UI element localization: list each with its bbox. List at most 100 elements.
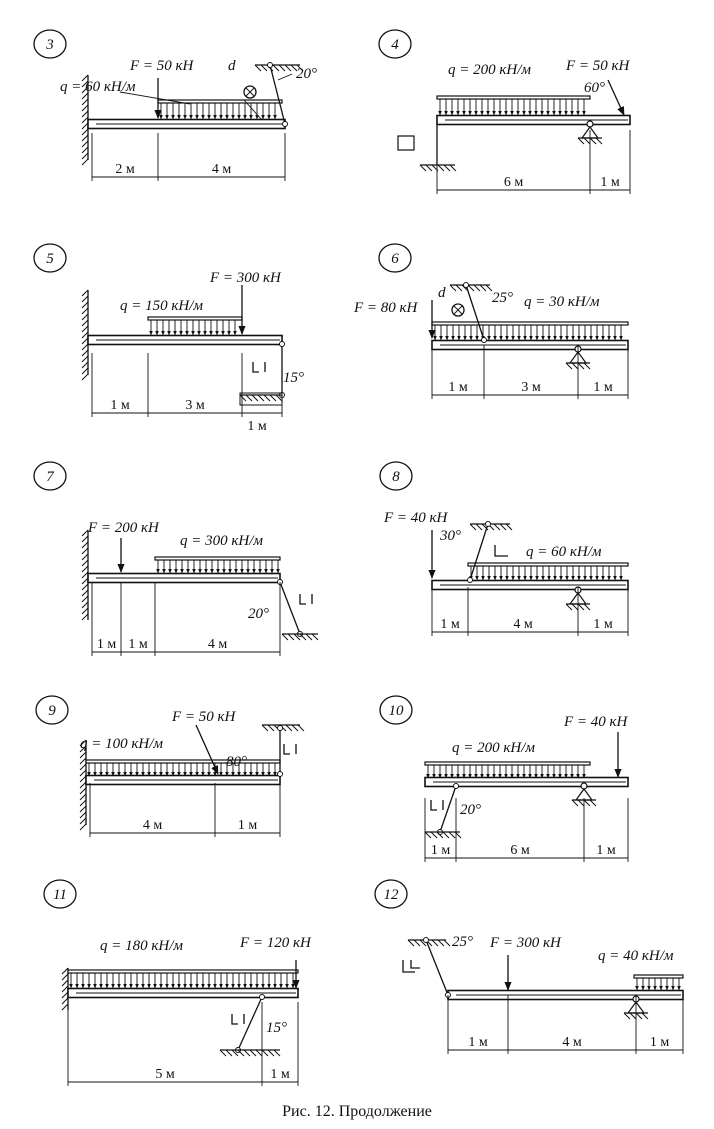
ground-stroke bbox=[255, 1049, 263, 1057]
support-rod bbox=[425, 939, 449, 996]
support-hatch bbox=[81, 601, 89, 609]
support-hatch bbox=[81, 367, 89, 375]
support-hatch bbox=[81, 122, 89, 130]
support-hatch bbox=[81, 529, 89, 537]
dimension-label: 4 м bbox=[562, 1035, 582, 1050]
ground-stroke bbox=[571, 799, 579, 807]
dimension-label: 1 м bbox=[247, 419, 267, 434]
ground-stroke bbox=[641, 1012, 649, 1020]
ground-stroke bbox=[237, 1049, 245, 1057]
fixed-support bbox=[61, 967, 69, 1011]
angle-leader bbox=[277, 73, 293, 81]
ground-stroke bbox=[475, 523, 483, 531]
ground-stroke bbox=[413, 939, 421, 947]
support-hatch bbox=[81, 571, 89, 579]
ground-stroke bbox=[571, 603, 579, 611]
panel-number-circle bbox=[33, 461, 67, 491]
ground-hatch bbox=[219, 1049, 281, 1057]
angle-label: 60° bbox=[584, 80, 605, 96]
dimension-label: 1 м bbox=[440, 617, 460, 632]
ground-stroke bbox=[583, 799, 591, 807]
support-hatch bbox=[81, 92, 89, 100]
support-hatch bbox=[81, 577, 89, 585]
angle-label: 20° bbox=[460, 802, 481, 818]
dimension-label: 3 м bbox=[185, 398, 205, 413]
ground-stroke bbox=[261, 724, 269, 732]
ground-stroke bbox=[577, 603, 585, 611]
support-hatch bbox=[81, 349, 89, 357]
ground-stroke bbox=[296, 64, 304, 72]
support-hatch bbox=[81, 583, 89, 591]
distributed-load bbox=[85, 759, 281, 777]
ground-stroke bbox=[281, 633, 289, 641]
panel-number: 12 bbox=[384, 887, 400, 903]
panel-number: 4 bbox=[391, 37, 399, 53]
ground-stroke bbox=[425, 164, 433, 172]
dimension-label: 1 м bbox=[600, 175, 620, 190]
angle-label: 15° bbox=[266, 1020, 287, 1036]
support-hatch bbox=[79, 769, 87, 777]
support-hatch bbox=[81, 319, 89, 327]
ground-hatch bbox=[449, 284, 493, 292]
support-hatch bbox=[79, 751, 87, 759]
panel-number: 9 bbox=[48, 703, 56, 719]
ground-stroke bbox=[595, 137, 603, 145]
ground-stroke bbox=[565, 362, 573, 370]
support-hatch bbox=[81, 307, 89, 315]
dimension-label: 1 м bbox=[270, 1067, 290, 1082]
ground-stroke bbox=[311, 633, 319, 641]
ground-stroke bbox=[455, 284, 463, 292]
load-bar bbox=[436, 95, 591, 100]
support-hatch bbox=[61, 985, 69, 993]
support-rod bbox=[469, 523, 489, 581]
figure-caption: Рис. 12. Продолжение bbox=[282, 1103, 432, 1120]
ground-stroke bbox=[293, 633, 301, 641]
support-rod bbox=[439, 785, 457, 833]
force-label: F = 50 кН bbox=[171, 709, 237, 725]
angle-label: 20° bbox=[248, 606, 269, 622]
panel-number-circle bbox=[35, 695, 69, 725]
load-label: q = 200 кН/м bbox=[452, 740, 535, 756]
ground-stroke bbox=[436, 831, 444, 839]
ground-stroke bbox=[473, 284, 481, 292]
support-hatch bbox=[79, 745, 87, 753]
support-hatch bbox=[81, 595, 89, 603]
support-hatch bbox=[79, 757, 87, 765]
panel-number-circle bbox=[378, 243, 412, 273]
ground-stroke bbox=[583, 603, 591, 611]
rod-hinge bbox=[267, 62, 273, 68]
support-hatch bbox=[81, 158, 89, 166]
rope bbox=[243, 99, 263, 121]
support-rod bbox=[279, 581, 301, 635]
dimension-label: 3 м bbox=[521, 380, 541, 395]
dimension-label: 5 м bbox=[155, 1067, 175, 1082]
load-label: q = 100 кН/м bbox=[80, 736, 163, 752]
dimension-label: 1 м bbox=[431, 843, 451, 858]
rod-hinge bbox=[423, 937, 429, 943]
force-label: F = 40 кН bbox=[383, 510, 449, 526]
support-hatch bbox=[81, 86, 89, 94]
angle-label: 25° bbox=[492, 290, 513, 306]
load-label: q = 60 кН/м bbox=[526, 544, 602, 560]
dimension-label: 4 м bbox=[513, 617, 533, 632]
support-hatch bbox=[81, 325, 89, 333]
ground-stroke bbox=[583, 362, 591, 370]
support-hatch bbox=[81, 98, 89, 106]
ground-stroke bbox=[437, 939, 445, 947]
ground-stroke bbox=[285, 724, 293, 732]
support-hatch bbox=[81, 146, 89, 154]
dimension-label: 1 м bbox=[238, 818, 258, 833]
pulley-cross bbox=[245, 87, 255, 97]
angle-label: 80° bbox=[226, 754, 247, 770]
ground-stroke bbox=[291, 724, 299, 732]
ground-stroke bbox=[272, 64, 280, 72]
dimension-label: 6 м bbox=[510, 843, 530, 858]
panel-number: 3 bbox=[45, 37, 54, 53]
distributed-load bbox=[424, 761, 591, 779]
force-label: F = 300 кН bbox=[489, 935, 562, 951]
